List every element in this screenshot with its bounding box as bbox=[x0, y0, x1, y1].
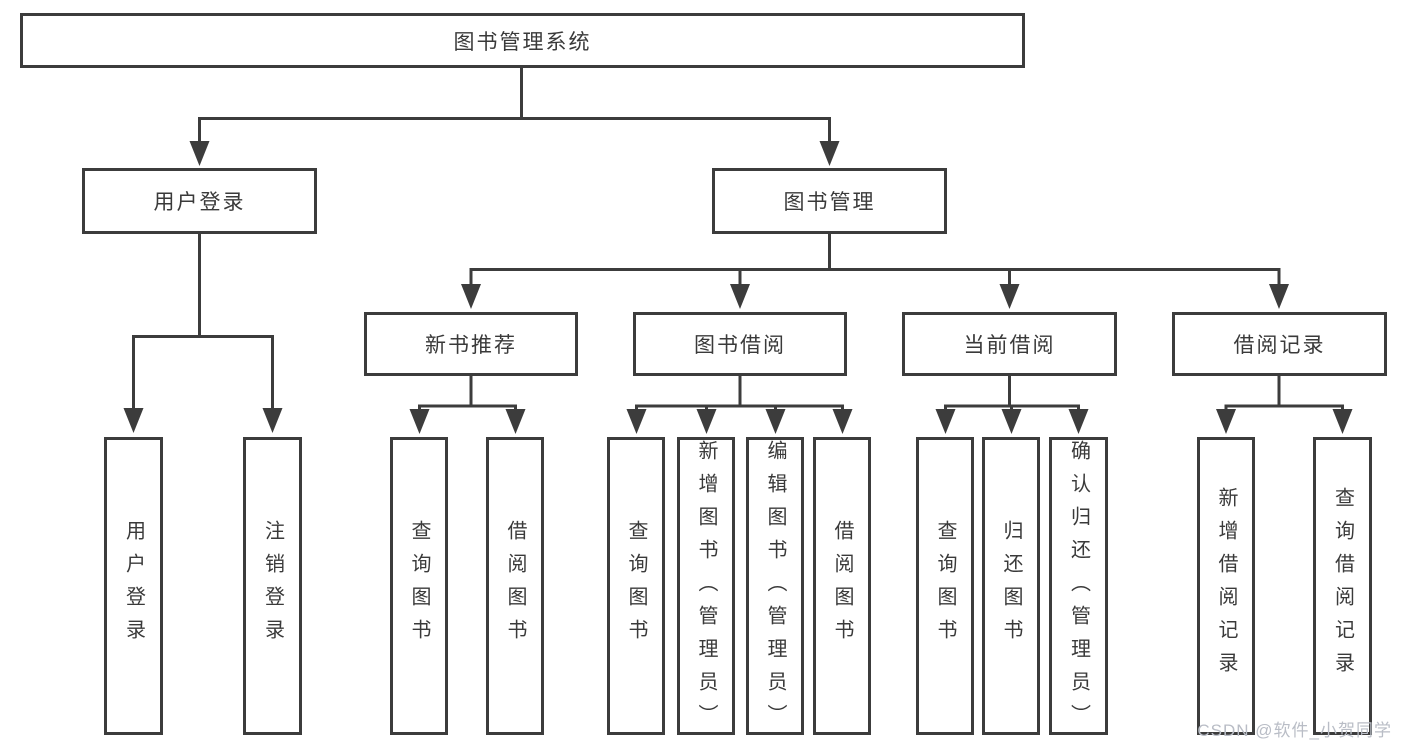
node-query-books-recommend: 查询图书 bbox=[390, 437, 448, 735]
node-return-books: 归还图书 bbox=[982, 437, 1040, 735]
node-borrow-books: 借阅图书 bbox=[813, 437, 871, 735]
node-borrowing-records: 借阅记录 bbox=[1172, 312, 1387, 376]
node-book-borrowing: 图书借阅 bbox=[633, 312, 847, 376]
node-confirm-return-admin: 确认归还（管理员） bbox=[1049, 437, 1108, 737]
csdn-watermark: CSDN @软件_小贺同学 bbox=[1197, 721, 1392, 740]
node-add-books-admin: 新增图书（管理员） bbox=[677, 437, 735, 737]
node-new-book-recommend: 新书推荐 bbox=[364, 312, 578, 376]
node-add-borrow-record: 新增借阅记录 bbox=[1197, 437, 1255, 735]
node-query-books-borrowing: 查询图书 bbox=[607, 437, 665, 735]
node-current-borrowing: 当前借阅 bbox=[902, 312, 1117, 376]
node-edit-books-admin: 编辑图书（管理员） bbox=[746, 437, 804, 737]
node-user-login-action: 用户登录 bbox=[104, 437, 163, 735]
node-borrow-books-recommend: 借阅图书 bbox=[486, 437, 544, 735]
node-book-management: 图书管理 bbox=[712, 168, 947, 234]
node-library-system: 图书管理系统 bbox=[20, 13, 1025, 68]
node-query-borrow-record: 查询借阅记录 bbox=[1313, 437, 1372, 735]
node-user-login: 用户登录 bbox=[82, 168, 317, 234]
node-query-books-current: 查询图书 bbox=[916, 437, 974, 735]
node-logout-action: 注销登录 bbox=[243, 437, 302, 735]
